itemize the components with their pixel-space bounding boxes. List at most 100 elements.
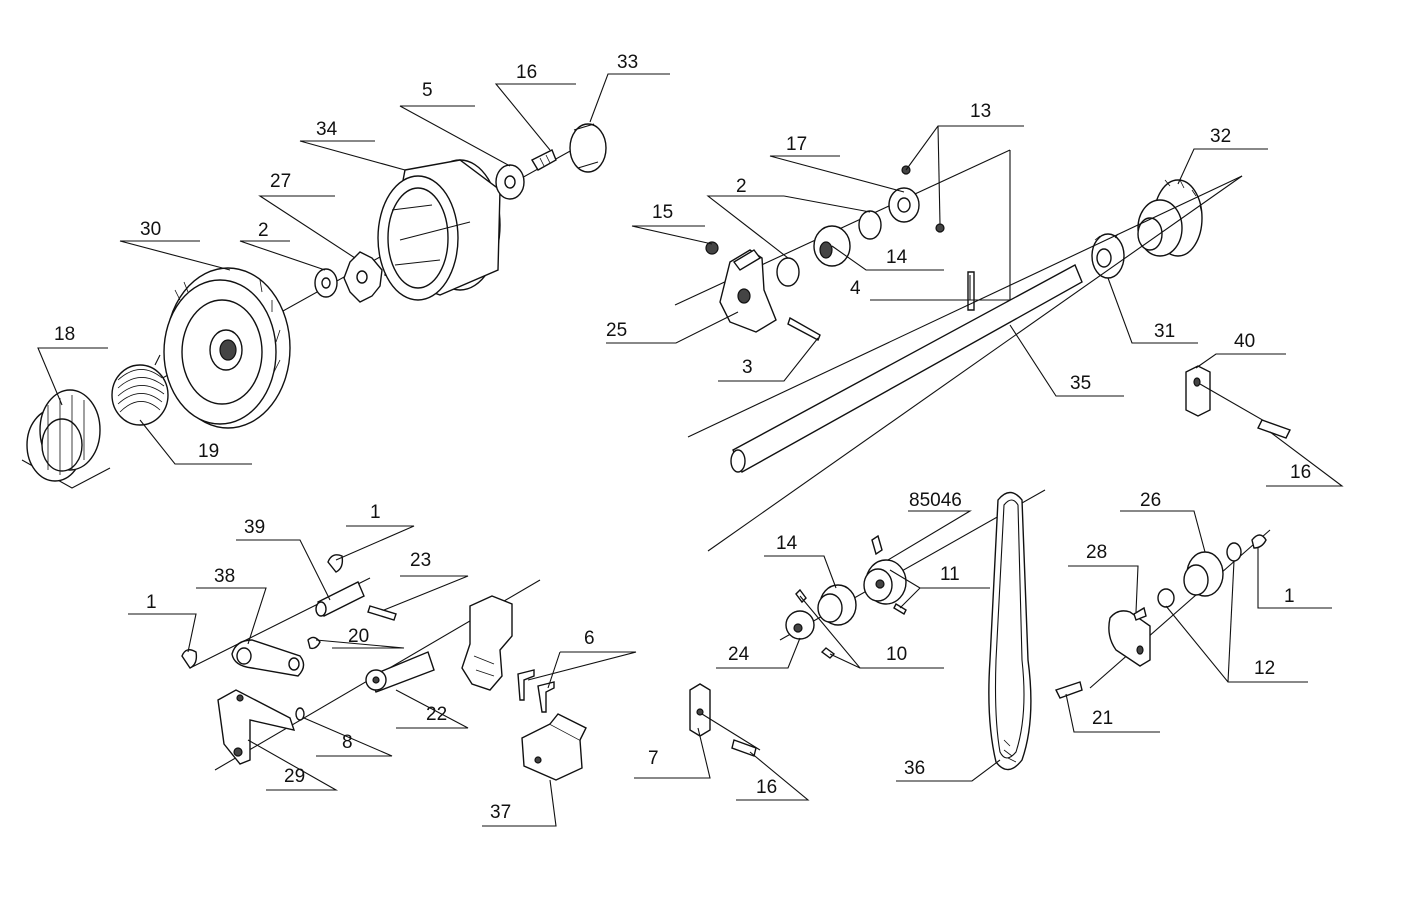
part-23-screw [367,605,397,621]
callout-40: 40 [1234,331,1255,352]
part-20-clip [307,636,321,650]
idler-assembly [1055,529,1271,699]
callout-4: 4 [850,278,861,299]
part-29-bracket [217,689,296,765]
part-34-drum [377,159,501,301]
callout-32: 32 [1210,126,1231,147]
part-27-star-plate [343,251,383,303]
callout-38: 38 [214,566,235,587]
part-28-plate [1108,606,1151,667]
callout-17: 17 [786,134,807,155]
callout-2-right: 2 [736,176,747,197]
callout-31: 31 [1154,321,1175,342]
part-18-gear-sleeve [21,389,111,489]
callout-14-bottom: 14 [776,533,798,554]
callout-18: 18 [54,324,75,345]
carriage-block [461,595,513,691]
callout-1-top: 1 [370,502,381,523]
shaft-leader-line [687,175,1243,438]
callout-21: 21 [1092,708,1113,729]
callout-24: 24 [728,644,750,665]
part-25-bracket [719,249,777,333]
callout-1-right: 1 [1284,586,1295,607]
part-10-screw-a [795,588,807,604]
part-22-shaft [365,651,435,693]
callout-15: 15 [652,202,673,223]
callout-5: 5 [422,80,433,101]
callout-29: 29 [284,766,305,787]
callout-36: 36 [904,758,925,779]
plate-40-assembly [1185,365,1291,439]
part-13-screw-b [935,223,945,233]
callout-23: 23 [410,550,431,571]
part-36-belt [988,491,1032,771]
part-7-plate [689,683,761,751]
callout-35: 35 [1070,373,1091,394]
drum-assembly [21,123,607,489]
callout-19: 19 [198,441,219,462]
part-30-pulley [163,267,291,429]
part-14-pulley [817,584,857,626]
part-19-spring [111,354,169,426]
callout-22: 22 [426,704,447,725]
callout-10: 10 [886,644,907,665]
part-11-screw [893,603,907,615]
callout-37: 37 [490,802,511,823]
part-17-collar [888,165,945,233]
callout-6: 6 [584,628,595,649]
callout-26: 26 [1140,490,1161,511]
part-6-screw-a [517,669,535,701]
callout-25: 25 [606,320,627,341]
callout-3: 3 [742,357,753,378]
part-15-nut [705,241,719,255]
part-3-pin [787,316,821,341]
callout-20: 20 [348,626,369,647]
part-21-screw [1055,681,1083,699]
part-10-screw-b [820,647,836,659]
callout-13: 13 [970,101,991,122]
callout-16-top: 16 [516,62,537,83]
part-24-hub [785,610,815,640]
part-1-clip-left [181,649,198,669]
callout-27: 27 [270,171,291,192]
part-2-washer-left [314,268,338,298]
part-16-screw-right [1257,419,1291,439]
callout-39: 39 [244,517,265,538]
part-39-pin [315,581,365,617]
callout-labels: 33 16 5 34 27 30 2 18 19 13 17 2 15 14 4… [54,52,1311,823]
callout-33: 33 [617,52,638,73]
callout-16-bottom: 16 [756,777,777,798]
idler-axis [1089,529,1271,689]
callout-85046: 85046 [909,490,962,511]
part-31-small-gear [1091,233,1125,279]
callout-30: 30 [140,219,161,240]
part-32-sprocket [1137,179,1203,257]
callout-28: 28 [1086,542,1107,563]
part-1-clip-right [1251,534,1267,549]
callout-14-top: 14 [886,247,908,268]
callout-11: 11 [940,564,960,585]
part-37-block [521,713,587,781]
part-8-pin [295,707,305,721]
cross-leader-line [707,175,1243,552]
part-1-clip-top [327,554,344,573]
part-2-washer-right-b [858,210,882,240]
part-16-screw-top [531,149,557,171]
shaft-assembly [674,149,1243,552]
callout-34: 34 [316,119,338,140]
part-26-idler [1183,551,1224,597]
part-40-plate [1185,365,1211,417]
part-12-washer [1226,542,1242,562]
part-38-lever [231,639,305,677]
callout-7: 7 [648,748,659,769]
callout-8: 8 [342,732,353,753]
part-35-shaft [730,264,1083,473]
tensioner-assembly [779,489,1046,659]
lever-assembly [181,554,761,781]
part-2-washer-right-a [776,257,800,287]
callout-1-left: 1 [146,592,157,613]
part-6-screw-b [537,681,555,713]
part-5-washer [495,164,525,200]
part-33-cap [569,123,607,173]
